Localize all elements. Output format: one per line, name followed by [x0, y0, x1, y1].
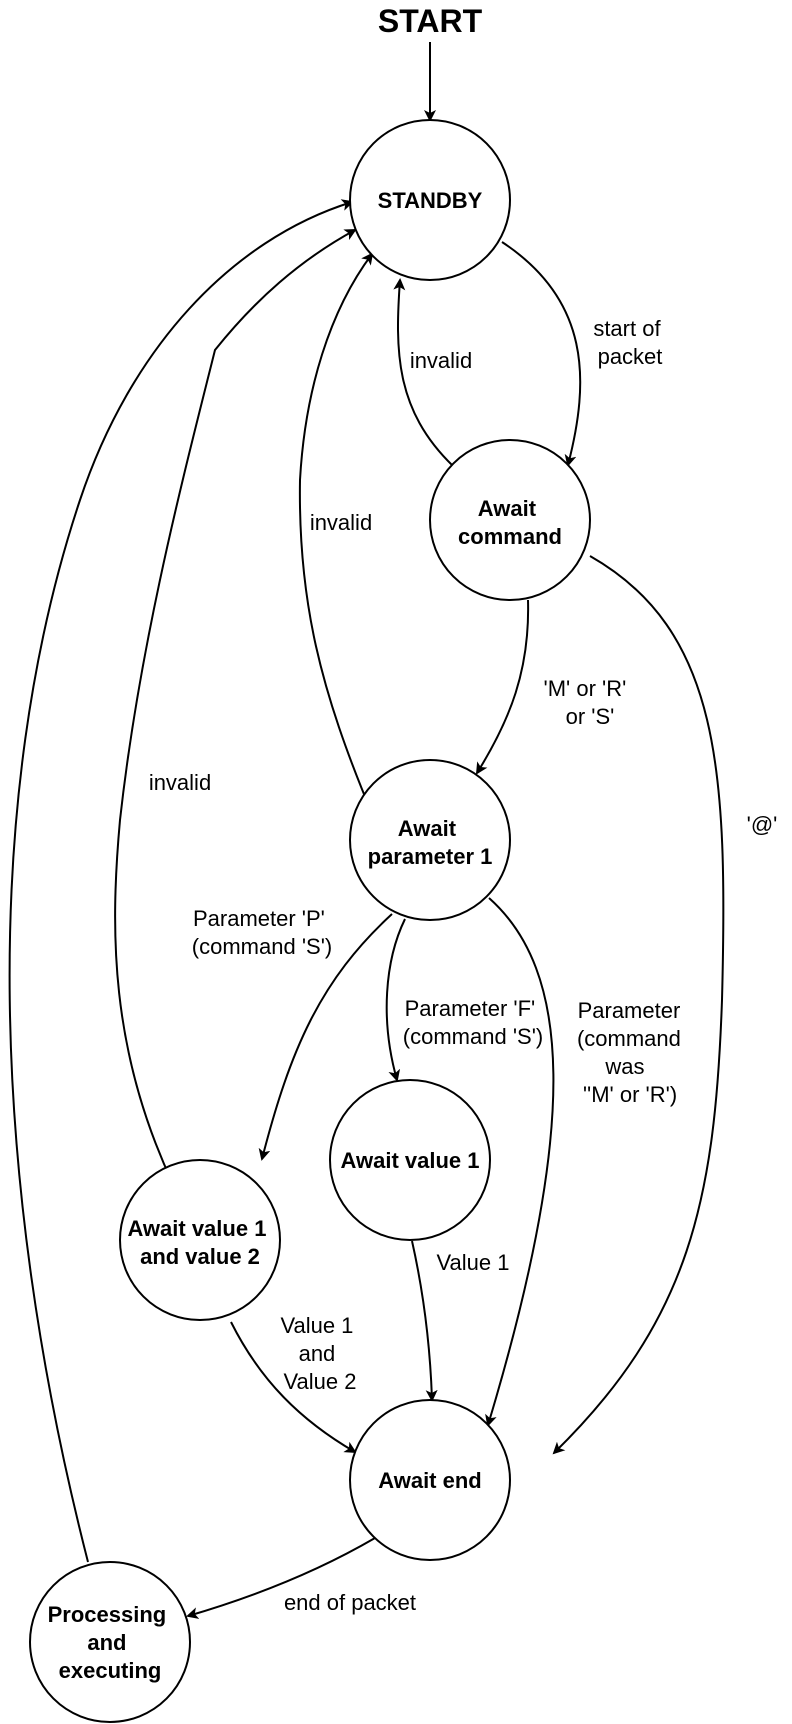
transition-label-line: 'M' or 'R': [544, 676, 627, 701]
state-label-line: Processing: [48, 1602, 167, 1627]
state-label-standby: STANDBY: [378, 188, 483, 213]
transition-label-line: (command: [577, 1026, 681, 1051]
state-label-line: executing: [59, 1658, 162, 1683]
edge-await-parameter-1-to-standby-invalid: [298, 252, 374, 817]
edge-await-parameter-1-to-await-end: [485, 897, 555, 1427]
edge-await-command-to-await-parameter-1: [475, 599, 530, 775]
edge-await-parameter-1-to-await-value-1: [385, 918, 406, 1082]
transition-label-line: Parameter: [578, 998, 681, 1023]
edge-await-end-to-processing: [186, 1537, 376, 1619]
state-label-await-parameter-1: Await parameter 1: [368, 816, 493, 869]
state-label-line: and: [87, 1630, 126, 1655]
edge-await-value-1-and-2-to-await-end: [230, 1321, 357, 1454]
state-await-value-1-and-2: [119, 1159, 281, 1321]
state-await-value-1: [329, 1079, 491, 1241]
transition-label-invalid-from-value-1-and-2: invalid: [149, 770, 211, 795]
state-label-await-value-1-and-2: Await value 1 and value 2: [127, 1216, 272, 1269]
transition-label-line: packet: [598, 344, 663, 369]
transition-label-invalid-from-command: invalid: [410, 348, 472, 373]
transition-label-line: Value 2: [284, 1369, 357, 1394]
transition-label-line: was: [604, 1054, 644, 1079]
edge-standby-to-await-command: [501, 241, 582, 467]
transition-label-line: invalid: [410, 348, 472, 373]
edge-await-command-to-await-end-at: [552, 555, 725, 1455]
edge-await-command-to-standby-invalid: [393, 278, 454, 467]
state-await-parameter-1: [349, 759, 511, 921]
state-label-await-command: Await command: [458, 496, 562, 549]
transition-label-line: Parameter 'P': [193, 906, 325, 931]
state-label-processing: Processing and executing: [48, 1602, 173, 1683]
transition-label-parameter-f: Parameter 'F' (command 'S'): [403, 996, 543, 1049]
state-label-line: STANDBY: [378, 188, 483, 213]
edge-await-value-1-and-2-to-standby-invalid: [114, 229, 357, 1185]
transition-label-line: end of packet: [284, 1590, 416, 1615]
transition-label-end-of-packet: end of packet: [284, 1590, 416, 1615]
transition-label-value-1-and-2: Value 1 and Value 2: [280, 1313, 359, 1394]
start-label: START: [378, 3, 483, 39]
state-label-line: Await value 1: [341, 1148, 480, 1173]
state-standby: [349, 119, 511, 281]
transition-label-line: (command 'S'): [403, 1024, 543, 1049]
transition-label-line: ''M' or 'R'): [583, 1082, 677, 1107]
transition-label-line: Parameter 'F': [405, 996, 536, 1021]
state-label-line: Await: [398, 816, 457, 841]
transition-label-line: '@': [747, 812, 778, 837]
transition-label-at-sign: '@': [747, 812, 778, 837]
transition-label-line: (command 'S'): [192, 934, 332, 959]
edge-await-value-1-to-await-end: [411, 1240, 438, 1402]
state-await-command: [429, 439, 591, 601]
state-label-line: parameter 1: [368, 844, 493, 869]
transition-label-invalid-from-parameter: invalid: [310, 510, 372, 535]
transition-label-m-r-s: 'M' or 'R' or 'S': [544, 676, 633, 729]
transition-label-line: or 'S': [566, 704, 615, 729]
transition-label-parameter-p: Parameter 'P' (command 'S'): [192, 906, 332, 959]
transition-label-line: Value 1: [437, 1250, 510, 1275]
state-label-line: command: [458, 524, 562, 549]
transition-label-start-of-packet: start of packet: [593, 316, 666, 369]
state-label-line: Await end: [378, 1468, 482, 1493]
transition-label-line: and: [299, 1341, 336, 1366]
state-label-await-end: Await end: [378, 1468, 482, 1493]
state-label-line: and value 2: [140, 1244, 260, 1269]
state-label-line: Await value 1: [127, 1216, 266, 1241]
transition-label-line: invalid: [310, 510, 372, 535]
transition-label-parameter-m-r: Parameter (command was ''M' or 'R'): [577, 998, 687, 1107]
transition-label-value-1: Value 1: [437, 1250, 510, 1275]
transition-label-line: Value 1: [280, 1313, 353, 1338]
edge-processing-to-standby: [8, 199, 354, 1563]
state-label-await-value-1: Await value 1: [341, 1148, 480, 1173]
transition-label-line: invalid: [149, 770, 211, 795]
state-processing: [29, 1561, 191, 1723]
state-await-end: [349, 1399, 511, 1561]
transition-label-line: start of: [593, 316, 661, 341]
edge-await-parameter-1-to-await-value-1-and-2: [258, 913, 393, 1161]
state-label-line: Await: [478, 496, 537, 521]
